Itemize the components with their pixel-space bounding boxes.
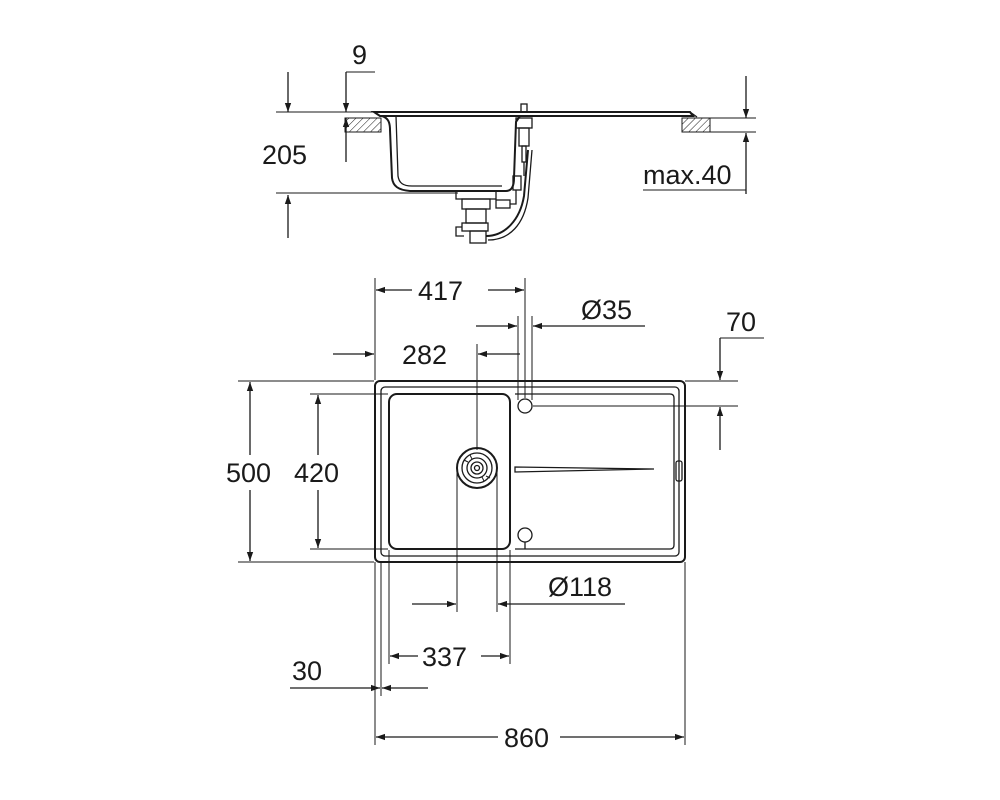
label-drain-offset: 282	[402, 340, 447, 370]
dimension-bowl-depth: 420	[294, 393, 388, 550]
label-bowl-depth: 420	[294, 458, 339, 488]
label-tap-hole: Ø35	[581, 295, 632, 325]
label-overall-width: 860	[504, 723, 549, 753]
dimension-worktop-thickness: max.40	[643, 76, 756, 194]
side-view: 9 205 max.40	[262, 40, 756, 244]
dimension-tap-hole: Ø35	[476, 295, 645, 400]
dimension-edge-offset: 30	[290, 562, 428, 696]
label-edge-offset: 30	[292, 656, 322, 686]
label-drain-hole: Ø118	[548, 572, 612, 602]
dimension-overall-depth: 500	[226, 380, 374, 563]
label-overall-depth: 500	[226, 458, 271, 488]
drainer-outline	[515, 393, 675, 550]
accessory-hole	[517, 527, 533, 543]
label-rim: 9	[352, 40, 367, 70]
dimension-drain-offset: 282	[333, 340, 520, 450]
drain-assembly	[455, 103, 533, 244]
tap-hole	[517, 398, 533, 414]
worktop-hatch-right	[681, 117, 711, 133]
label-bowl-width: 337	[422, 642, 467, 672]
dimension-tap-offset: 417	[374, 276, 526, 398]
worktop-hatch-left	[344, 117, 382, 133]
drain-strainer	[456, 447, 498, 489]
dimension-tap-from-back: 70	[533, 307, 764, 450]
bowl-profile	[381, 115, 521, 192]
dimension-overall-width: 860	[374, 562, 686, 753]
bowl-outline	[388, 393, 511, 550]
sink-outline	[374, 380, 686, 563]
label-tap-from-back: 70	[726, 307, 756, 337]
dimension-bowl-height: 205	[262, 72, 458, 238]
dimension-drain-hole: Ø118	[412, 470, 625, 612]
top-view: 417 Ø35 282 70	[226, 276, 764, 753]
sink-rim	[370, 111, 695, 117]
dimension-rim-thickness: 9	[342, 40, 375, 162]
label-worktop: max.40	[643, 160, 732, 190]
label-depth: 205	[262, 140, 307, 170]
dimension-bowl-width: 337	[388, 550, 511, 672]
label-tap-offset: 417	[418, 276, 463, 306]
